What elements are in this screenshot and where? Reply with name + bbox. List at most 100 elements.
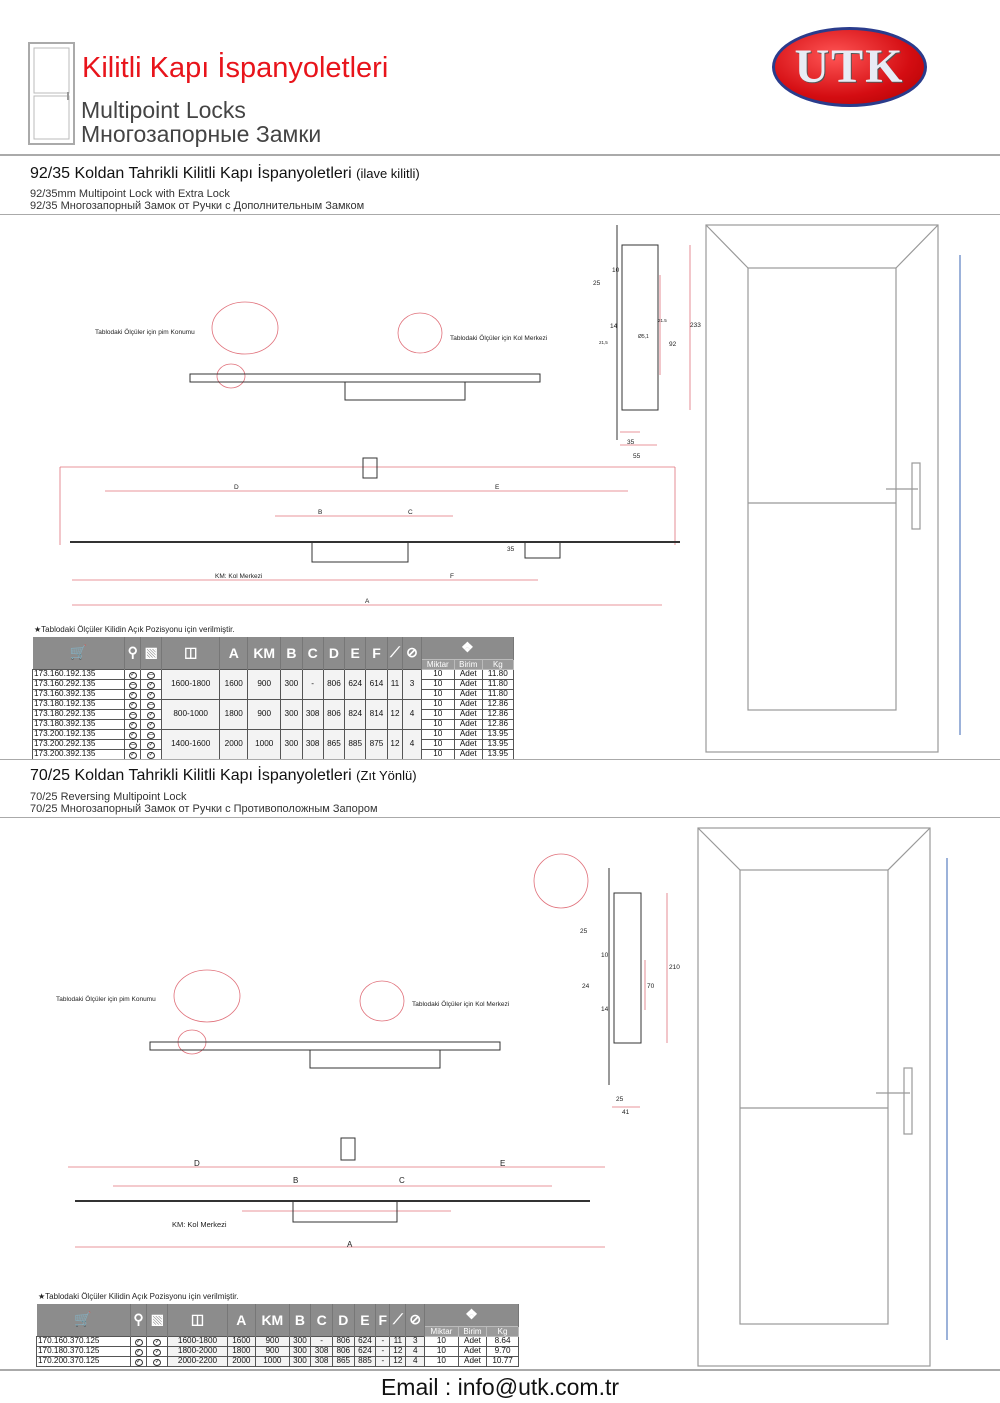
cell-unit: Adet: [453, 698, 483, 710]
section2-note: ★Tablodaki Ölçüler Kilidin Açık Pozisyon…: [38, 1292, 239, 1301]
cell-f: -: [375, 1345, 391, 1357]
cylinder-icon: ⚲: [124, 637, 142, 669]
minus-icon: —: [128, 681, 137, 689]
cell-e: 885: [344, 728, 367, 760]
cell-b: 300: [288, 1345, 312, 1357]
section1-note: ★Tablodaki Ölçüler Kilidin Açık Pozisyon…: [34, 625, 235, 634]
product-code: 173.200.292.135: [31, 738, 126, 750]
divider: [0, 214, 1000, 215]
dim-D: D: [194, 1159, 200, 1168]
header-b: B: [289, 1304, 312, 1336]
header-f: F: [365, 637, 388, 669]
door-range-icon: ◫: [161, 637, 221, 669]
cart-icon: 🛒: [36, 1304, 131, 1336]
cell-qty: 10: [420, 708, 455, 720]
section2-sub-ru: 70/25 Многозапорный Замок от Ручки с Про…: [30, 803, 378, 815]
cell-unit: Adet: [453, 738, 483, 750]
cell-c: -: [310, 1335, 333, 1347]
section2-dimension-lines: [68, 853, 668, 1248]
section1-door: [705, 224, 939, 753]
dim-B: B: [293, 1176, 298, 1185]
cell-range: 2000-2200: [167, 1355, 228, 1367]
cell-b: 300: [288, 1335, 312, 1347]
cell-screw: 12: [389, 1355, 407, 1367]
header-a: A: [227, 1304, 257, 1336]
label-pin-position: Tablodaki Ölçüler için pim Konumu: [95, 328, 195, 336]
lock-dim-25: 25: [580, 928, 588, 935]
check-icon: ✓: [147, 681, 156, 689]
cell-kg: 11.80: [481, 668, 515, 680]
cell-range: 1600-1800: [161, 668, 221, 700]
check-icon: ✓: [153, 1358, 162, 1366]
product-code: 173.180.192.135: [31, 698, 126, 710]
check-icon: ✓: [134, 1348, 143, 1356]
cell-e: 624: [353, 1345, 377, 1357]
cell-qty: 10: [420, 698, 455, 710]
section1-lock-bar: [70, 225, 680, 563]
cell-kg: 9.70: [486, 1345, 519, 1357]
cell-qty: 10: [424, 1355, 459, 1367]
cell-d: 865: [322, 728, 346, 760]
check-icon: ✓: [147, 711, 156, 719]
check-icon: ✓: [128, 751, 137, 759]
section1-title: 92/35 Koldan Tahrikli Kilitli Kapı İspan…: [30, 165, 420, 183]
lock-dim-210: 210: [669, 964, 680, 971]
section1-title-suffix: (ilave kilitli): [356, 166, 420, 181]
cell-d: 806: [331, 1345, 355, 1357]
cell-f: -: [375, 1355, 391, 1367]
cell-unit: Adet: [457, 1335, 488, 1347]
cell-link: 3: [402, 668, 422, 700]
cell-link: 3: [405, 1335, 426, 1347]
door-range-icon: ◫: [167, 1304, 228, 1336]
cell-f: 814: [365, 698, 388, 730]
product-code: 173.160.192.135: [31, 668, 126, 680]
cell-km: 900: [255, 1345, 290, 1357]
lock-dim-phi: Ø5,1: [638, 334, 649, 340]
cell-a: 1600: [226, 1335, 257, 1347]
product-code: 173.160.392.135: [31, 688, 126, 700]
cell-b: 300: [280, 668, 303, 700]
cell-screw: 12: [389, 1345, 407, 1357]
label-pin-position: Tablodaki Ölçüler için pim Konumu: [56, 995, 156, 1003]
dim-km: KM: Kol Merkezi: [172, 1220, 227, 1229]
header-e: E: [344, 637, 367, 669]
cell-c: -: [301, 668, 324, 700]
note-text: Tablodaki Ölçüler Kilidin Açık Pozisyonu…: [41, 625, 235, 634]
dim-B: B: [318, 509, 322, 516]
lock-dim-24: 24: [582, 983, 590, 990]
cell-link: 4: [405, 1345, 426, 1357]
cell-screw: 11: [389, 1335, 407, 1347]
cell-unit: Adet: [453, 748, 483, 760]
check-icon: ✓: [153, 1338, 162, 1346]
header-a: A: [219, 637, 249, 669]
section1-sub-ru: 92/35 Многозапорный Замок от Ручки с Доп…: [30, 200, 365, 212]
check-icon: ✓: [128, 701, 137, 709]
header-d: D: [332, 1304, 355, 1336]
lock-dim-35: 35: [627, 439, 635, 446]
utk-logo: UTK: [772, 27, 927, 107]
cell-unit: Adet: [457, 1355, 488, 1367]
divider: [0, 759, 1000, 760]
product-code: 173.200.392.135: [31, 748, 126, 760]
dim-C: C: [399, 1176, 405, 1185]
section1-dimension-lines: [59, 245, 691, 606]
package-icon: ❖: [424, 1304, 519, 1326]
minus-icon: —: [147, 701, 156, 709]
section2-title-suffix: (Zıt Yönlü): [356, 768, 417, 783]
lock-dim-41: 41: [622, 1109, 630, 1116]
header-kg: Kg: [481, 658, 515, 670]
screw-icon: ⟋: [387, 637, 404, 669]
cell-kg: 11.80: [481, 678, 515, 690]
header-b: B: [280, 637, 303, 669]
dim-E: E: [495, 484, 500, 491]
product-code: 173.160.292.135: [31, 678, 126, 690]
contact-email[interactable]: Email : info@utk.com.tr: [380, 1374, 620, 1400]
cell-b: 300: [288, 1355, 312, 1367]
cell-unit: Adet: [453, 718, 483, 730]
cell-a: 2000: [219, 728, 249, 760]
